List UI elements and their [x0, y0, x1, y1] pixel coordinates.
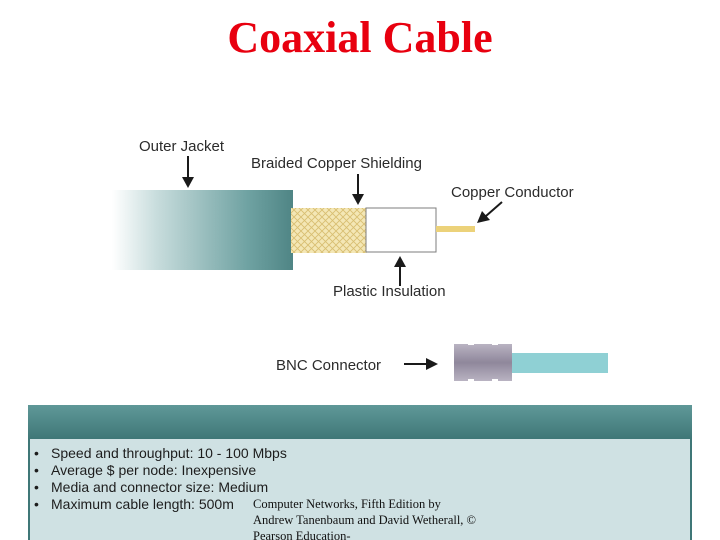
bnc-connector-notch — [492, 341, 498, 345]
plastic-insulation — [365, 207, 437, 253]
bnc-connector-notch — [492, 379, 498, 383]
bnc-connector-notch — [468, 341, 474, 345]
specs-panel-header — [28, 405, 692, 439]
outer-jacket-label: Outer Jacket — [139, 138, 225, 155]
bnc-connector-notch — [468, 379, 474, 383]
specs-panel: Speed and throughput: 10 - 100 Mbps Aver… — [28, 405, 692, 540]
slide-title: Coaxial Cable — [227, 13, 493, 62]
braided-copper-shielding — [291, 208, 367, 253]
spec-item-cost: Average $ per node: Inexpensive — [34, 462, 287, 479]
bnc-connector-label: BNC Connector — [276, 357, 381, 374]
braided-shielding-arrow — [352, 174, 364, 205]
outer-jacket-arrow — [182, 156, 194, 188]
bnc-connector — [454, 344, 512, 381]
bnc-connector-arrow — [404, 358, 438, 370]
spec-item-size: Media and connector size: Medium — [34, 479, 287, 496]
bnc-connector-cable — [512, 353, 608, 373]
plastic-insulation-arrow — [394, 256, 406, 286]
copper-conductor-label: Copper Conductor — [451, 184, 574, 201]
copper-conductor — [436, 226, 475, 232]
braided-shielding-label: Braided Copper Shielding — [251, 155, 422, 172]
copper-conductor-arrow — [477, 201, 503, 223]
spec-item-speed: Speed and throughput: 10 - 100 Mbps — [34, 445, 287, 462]
outer-jacket — [112, 190, 293, 270]
footer-credit: Computer Networks, Fifth Edition by Andr… — [253, 497, 477, 540]
spec-item-length: Maximum cable length: 500m — [34, 496, 287, 513]
specs-list: Speed and throughput: 10 - 100 Mbps Aver… — [34, 445, 287, 513]
plastic-insulation-label: Plastic Insulation — [333, 283, 446, 300]
